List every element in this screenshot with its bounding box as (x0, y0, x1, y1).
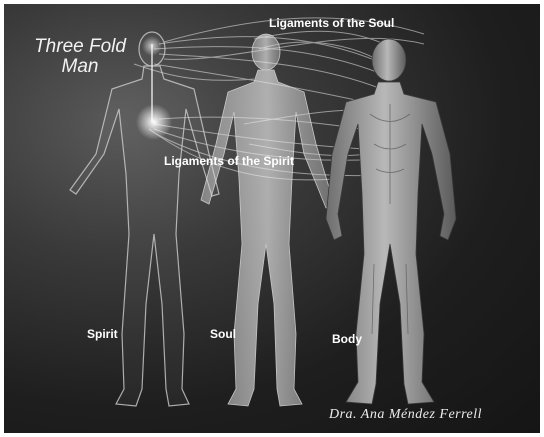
illustration-canvas: Three Fold Man Ligaments of the Soul Lig… (4, 4, 540, 433)
spirit-head-glow (142, 36, 162, 56)
spirit-figure (70, 32, 219, 406)
ligaments-of-spirit-label: Ligaments of the Spirit (164, 154, 294, 168)
soul-figure (201, 34, 334, 406)
body-label: Body (332, 332, 362, 346)
title-line-2: Man (30, 56, 130, 78)
spirit-heart-glow (136, 104, 172, 140)
ligaments-of-soul-label: Ligaments of the Soul (269, 16, 394, 30)
body-figure (326, 39, 456, 404)
soul-label: Soul (210, 327, 236, 341)
author-signature: Dra. Ana Méndez Ferrell (329, 407, 482, 423)
title-line-1: Three Fold (30, 36, 130, 58)
spirit-label: Spirit (87, 327, 118, 341)
